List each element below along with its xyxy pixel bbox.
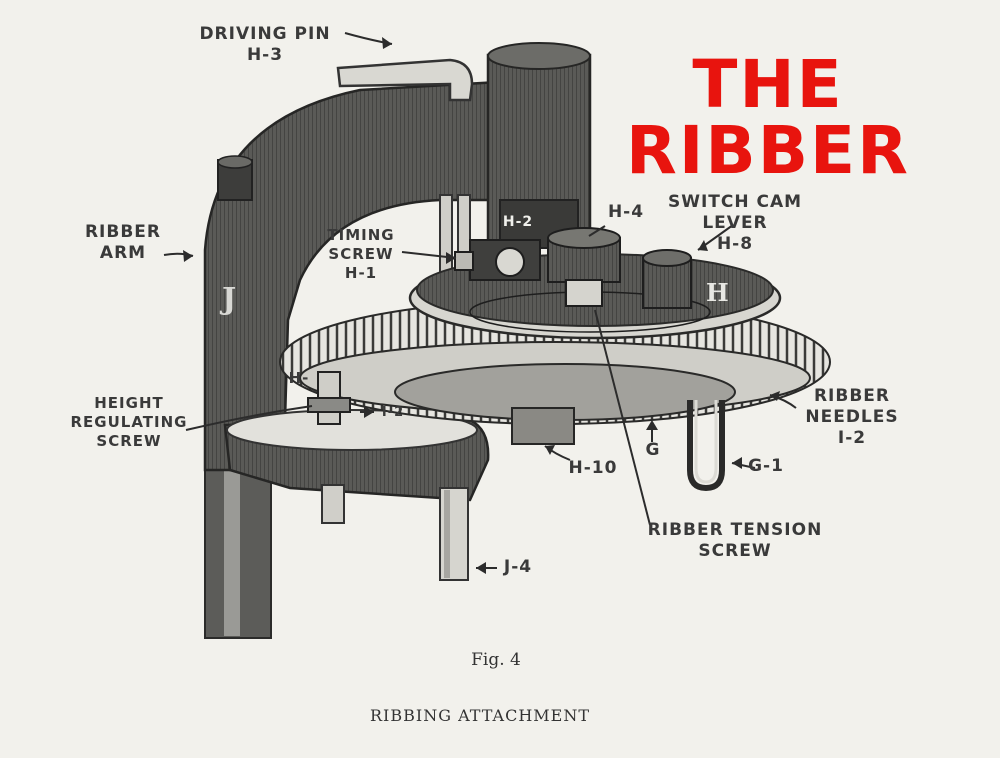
label-text: NEEDLES [805,407,899,427]
base-bracket [223,409,490,524]
label-text: HEIGHT [94,394,164,412]
label-h4: H-4 [607,202,645,222]
figure-caption: RIBBING ATTACHMENT [370,706,590,725]
hub-h10 [511,407,575,445]
label-i2-small: I-2 [381,405,405,420]
label-text: I-2 [837,428,867,448]
label-text: SCREW [96,432,162,450]
label-text: RIBBER TENSION [647,520,823,540]
left-leg [204,459,272,639]
label-j4: J-4 [503,557,533,577]
driving-pin [336,58,474,102]
part-letter-j: J [222,282,237,317]
label-text: H-1 [344,264,378,282]
knob-h4 [547,227,621,307]
title: THE RIBBER [608,52,928,184]
arrow-heads [183,37,780,574]
part-letter-h: H [706,278,729,307]
switch-cam-lever-h8 [642,249,692,309]
label-g1: G-1 [748,456,784,476]
label-height-regulating-screw: HEIGHT REGULATING SCREW [70,394,188,451]
label-h10: H-10 [568,458,618,478]
title-line-2: RIBBER [626,112,910,189]
label-text: LEVER [702,213,768,233]
label-ribber-tension-screw: RIBBER TENSION SCREW [630,520,840,562]
label-text: SCREW [698,541,772,561]
label-text: RIBBER [813,386,891,406]
timing-screw-assembly [454,239,541,281]
bracket-g1 [687,400,725,492]
title-line-1: THE [692,46,844,123]
label-switch-cam-lever: SWITCH CAM LEVER H-8 [660,192,810,255]
label-ribber-needles: RIBBER NEEDLES I-2 [800,386,904,449]
label-h2: H-2 [502,214,534,230]
ribber-arm-j [203,80,502,472]
label-text: H-3 [246,45,284,65]
label-text: SWITCH CAM [667,192,803,212]
label-h-left: H- [288,369,310,387]
label-text: DRIVING PIN [199,24,331,44]
leg-j4 [439,487,469,581]
label-g: G [645,440,661,460]
label-text: RIBBER [84,222,162,242]
label-ribber-arm: RIBBER ARM [78,222,168,264]
label-text: H-8 [716,234,754,254]
label-driving-pin: DRIVING PIN H-3 [180,24,350,66]
label-timing-screw: TIMING SCREW H-1 [316,226,406,283]
label-text: SCREW [328,245,394,263]
label-text: TIMING [327,226,395,244]
label-text: REGULATING [70,413,188,431]
label-text: ARM [99,243,147,263]
figure-number: Fig. 4 [471,650,521,670]
